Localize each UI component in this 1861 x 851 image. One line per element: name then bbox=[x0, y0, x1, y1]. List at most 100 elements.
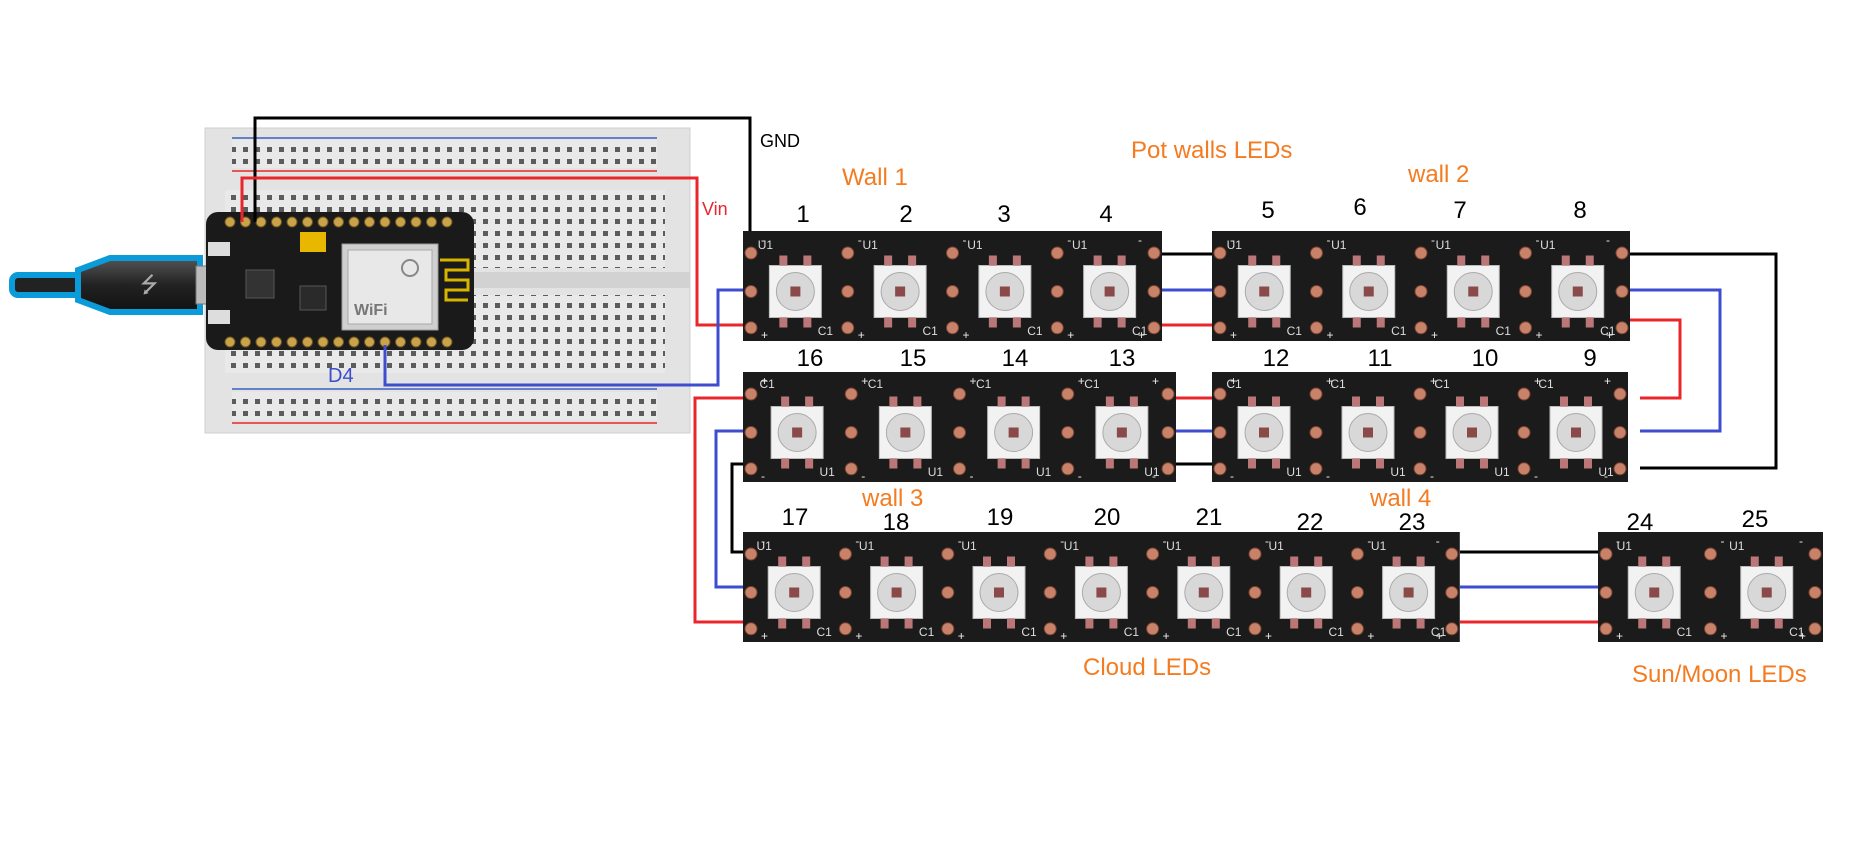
led-die bbox=[1363, 427, 1373, 438]
led-leg bbox=[778, 618, 787, 629]
u1-marking: U1 bbox=[1269, 539, 1285, 553]
header-pin bbox=[255, 336, 267, 348]
led-leg bbox=[1376, 255, 1385, 266]
usb-cable-wire bbox=[9, 272, 85, 298]
minus-marking: - bbox=[1799, 534, 1803, 548]
u1-marking: U1 bbox=[928, 465, 944, 479]
solder-pad bbox=[1808, 622, 1822, 636]
minus-marking: - bbox=[1327, 233, 1331, 247]
plus-marking: + bbox=[1265, 629, 1272, 643]
led-leg bbox=[1352, 396, 1360, 407]
led-die bbox=[792, 427, 803, 438]
led-leg bbox=[1376, 317, 1385, 328]
led-leg bbox=[1085, 618, 1094, 629]
solder-pad bbox=[1147, 246, 1161, 260]
solder-pad bbox=[1704, 586, 1717, 599]
solder-pad bbox=[744, 462, 758, 476]
led-leg bbox=[778, 556, 787, 567]
gnd-label: GND bbox=[760, 131, 800, 151]
minus-marking: + bbox=[1078, 374, 1085, 388]
solder-pad bbox=[841, 246, 855, 260]
led-number-17: 17 bbox=[782, 504, 809, 531]
u1-marking: U1 bbox=[1144, 465, 1160, 479]
led-leg bbox=[908, 255, 917, 266]
plus-marking: + bbox=[1436, 629, 1443, 643]
led-leg bbox=[983, 618, 991, 629]
c1-marking: C1 bbox=[1538, 377, 1554, 391]
led-leg bbox=[1109, 556, 1118, 567]
header-pin bbox=[271, 216, 282, 228]
c1-marking: C1 bbox=[1021, 625, 1037, 639]
solder-pad bbox=[1613, 426, 1627, 439]
plus-marking: + bbox=[1163, 629, 1170, 643]
led-leg bbox=[1481, 317, 1490, 328]
u1-marking: U1 bbox=[1436, 238, 1452, 252]
solder-pad bbox=[1147, 321, 1161, 335]
solder-pad bbox=[1043, 547, 1057, 561]
solder-pad bbox=[844, 462, 858, 476]
led-die bbox=[994, 587, 1004, 598]
u1-marking: U1 bbox=[1072, 238, 1088, 252]
wires bbox=[240, 116, 1778, 624]
led-leg bbox=[1093, 255, 1102, 266]
led-leg bbox=[1211, 618, 1220, 629]
solder-pad bbox=[1704, 547, 1717, 561]
minus-marking: - bbox=[1060, 534, 1064, 548]
led-die bbox=[1116, 427, 1127, 438]
nodemcu-board: WiFi bbox=[206, 212, 474, 350]
u1-marking: U1 bbox=[1036, 465, 1052, 479]
solder-pad bbox=[1248, 547, 1262, 561]
led-leg bbox=[1662, 618, 1671, 629]
led-leg bbox=[988, 317, 997, 328]
header-pin bbox=[426, 336, 437, 348]
solder-pad bbox=[1808, 547, 1822, 561]
led-number-25: 25 bbox=[1742, 506, 1769, 533]
c1-marking: C1 bbox=[1496, 324, 1512, 338]
header-pin bbox=[410, 336, 422, 348]
header-pin bbox=[395, 336, 406, 348]
led-leg bbox=[1105, 458, 1114, 469]
led-leg bbox=[1248, 458, 1256, 469]
solder-pad bbox=[1161, 462, 1175, 476]
d4-data-wire bbox=[383, 288, 750, 387]
led-leg bbox=[1129, 396, 1138, 407]
led-leg bbox=[1584, 458, 1592, 469]
u1-marking: U1 bbox=[859, 539, 875, 553]
header-pin bbox=[240, 336, 251, 348]
solder-pad bbox=[1213, 321, 1227, 335]
cloud-leds-label: Cloud LEDs bbox=[1083, 654, 1211, 681]
c1-marking: C1 bbox=[1789, 625, 1805, 639]
u1-marking: U1 bbox=[757, 539, 773, 553]
led-leg bbox=[1416, 618, 1425, 629]
header-pin bbox=[224, 216, 236, 228]
c1-marking: C1 bbox=[1677, 625, 1693, 639]
led-leg bbox=[1457, 317, 1466, 328]
led-leg bbox=[913, 396, 922, 407]
c1-marking: C1 bbox=[1329, 625, 1345, 639]
led-leg bbox=[1117, 317, 1126, 328]
minus-marking: - bbox=[761, 233, 765, 247]
regulator bbox=[299, 285, 327, 311]
led-leg bbox=[908, 317, 917, 328]
solder-pad bbox=[1213, 387, 1227, 401]
minus-marking: - bbox=[761, 534, 765, 548]
led-leg bbox=[1392, 556, 1401, 567]
led-leg bbox=[803, 317, 812, 328]
reset-button bbox=[208, 242, 230, 256]
c1-marking: C1 bbox=[1226, 625, 1242, 639]
solder-pad bbox=[953, 426, 966, 439]
led-leg bbox=[1585, 255, 1594, 266]
flash-button bbox=[208, 310, 230, 324]
led-leg bbox=[1561, 317, 1570, 328]
minus-marking: - bbox=[1431, 233, 1435, 247]
solder-pad bbox=[1061, 387, 1075, 401]
led-leg bbox=[1109, 618, 1118, 629]
solder-pad bbox=[946, 321, 959, 335]
c1-marking: C1 bbox=[1600, 324, 1616, 338]
wall1-label: Wall 1 bbox=[842, 164, 908, 191]
